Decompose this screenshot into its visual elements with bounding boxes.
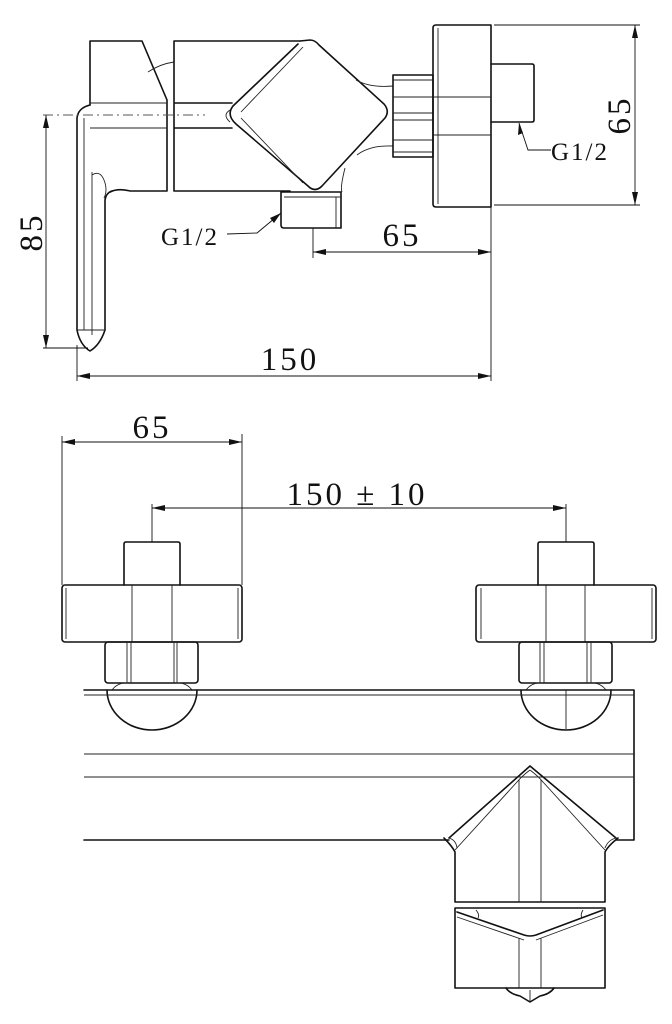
right-inlet-assembly <box>475 541 657 731</box>
dim-65-horizontal-label: 65 <box>383 218 422 254</box>
front-view: 65 150 ± 10 <box>61 410 657 1003</box>
left-inlet-boss <box>106 689 198 731</box>
thread-inlet-label: G1/2 <box>551 139 609 166</box>
right-inlet-boss <box>520 689 612 731</box>
left-hex-nut <box>104 641 199 684</box>
outlet-stub-lines <box>284 196 341 228</box>
dimension-150-pm-10: 150 ± 10 <box>151 477 567 542</box>
cartridge-lower-lines <box>456 909 604 988</box>
dimension-65-horizontal: 65 <box>312 218 491 258</box>
connector-curve <box>340 79 394 193</box>
left-inlet-pipe <box>123 541 181 586</box>
valve-body-front <box>83 689 635 841</box>
cartridge-upper-lines <box>448 769 617 902</box>
right-inlet-pipe <box>537 541 595 586</box>
inlet-pipe <box>490 63 535 123</box>
left-flange <box>61 584 243 643</box>
dim-65-front-label: 65 <box>133 410 172 446</box>
diamond-housing <box>229 39 389 191</box>
thread-callout-inlet: G1/2 <box>518 122 609 166</box>
dimension-150: 150 <box>76 207 492 381</box>
wall-flange <box>432 24 492 208</box>
right-hex-nut <box>518 641 613 684</box>
cartridge-v-edge <box>456 909 604 937</box>
handle-block-lines <box>90 61 175 129</box>
wall-flange-lines <box>433 28 491 204</box>
dim-85-label: 85 <box>14 213 50 252</box>
handle-block <box>89 40 168 193</box>
dimension-85: 85 <box>14 115 88 349</box>
cartridge-upper <box>443 765 619 903</box>
valve-body-lines <box>84 694 634 778</box>
dimension-65-vertical: 65 <box>494 24 640 206</box>
left-inlet-assembly <box>61 541 243 731</box>
dimension-65-front: 65 <box>61 410 243 585</box>
dim-150-label: 150 <box>261 342 320 378</box>
hex-nut-lines <box>393 79 433 153</box>
dim-150-pm-10-label: 150 ± 10 <box>286 477 427 513</box>
cartridge-lower <box>454 907 606 989</box>
right-flange <box>475 584 657 643</box>
thread-outlet-label: G1/2 <box>161 224 219 251</box>
thread-callout-outlet: G1/2 <box>161 212 282 251</box>
lever-inner <box>77 118 107 335</box>
hex-nut <box>392 74 434 158</box>
dim-65-vertical-label: 65 <box>602 96 638 135</box>
lever-handle <box>76 104 113 352</box>
diamond-inner <box>225 46 304 184</box>
outlet-stub <box>280 191 342 229</box>
side-view: 85 65 G1/2 G1/2 65 <box>14 24 640 381</box>
valve-body <box>173 40 301 192</box>
